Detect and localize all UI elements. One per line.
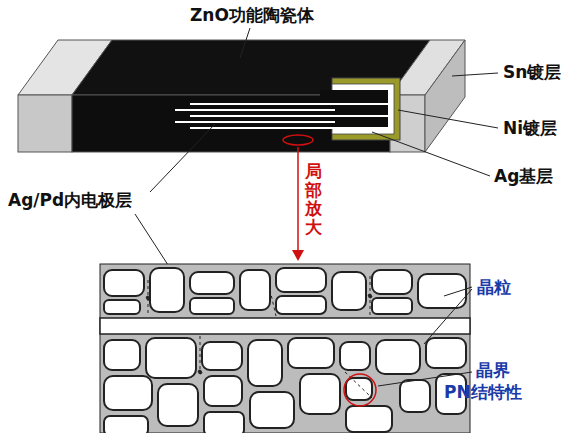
- part-label: 晶粒: [477, 277, 511, 297]
- part-label: PN结特性: [444, 382, 522, 402]
- electrode-band: [100, 318, 470, 334]
- grains: [104, 268, 466, 433]
- part-label: Sn镀层: [503, 62, 561, 82]
- leader-lines: [135, 28, 498, 322]
- left-end-cap: [18, 95, 72, 152]
- micrograph: [100, 264, 470, 433]
- current-paths: [146, 276, 372, 398]
- part-label: Ag基层: [494, 166, 553, 186]
- part-label: 晶界: [476, 360, 510, 380]
- arrow-head: [292, 250, 304, 261]
- leader-lines: [378, 287, 472, 386]
- part-label: Ag/Pd内电极层: [8, 190, 132, 210]
- sn-plating-side: [425, 40, 465, 152]
- part-label: Ni镀层: [503, 118, 557, 138]
- zoom-marker: [283, 135, 313, 145]
- junction-marker: [344, 374, 376, 406]
- inner-electrodes: [175, 104, 388, 128]
- part-label: ZnO功能陶瓷体: [190, 5, 314, 25]
- zoom-arrow: [297, 147, 299, 252]
- zoom-label: 局部放大: [305, 162, 322, 237]
